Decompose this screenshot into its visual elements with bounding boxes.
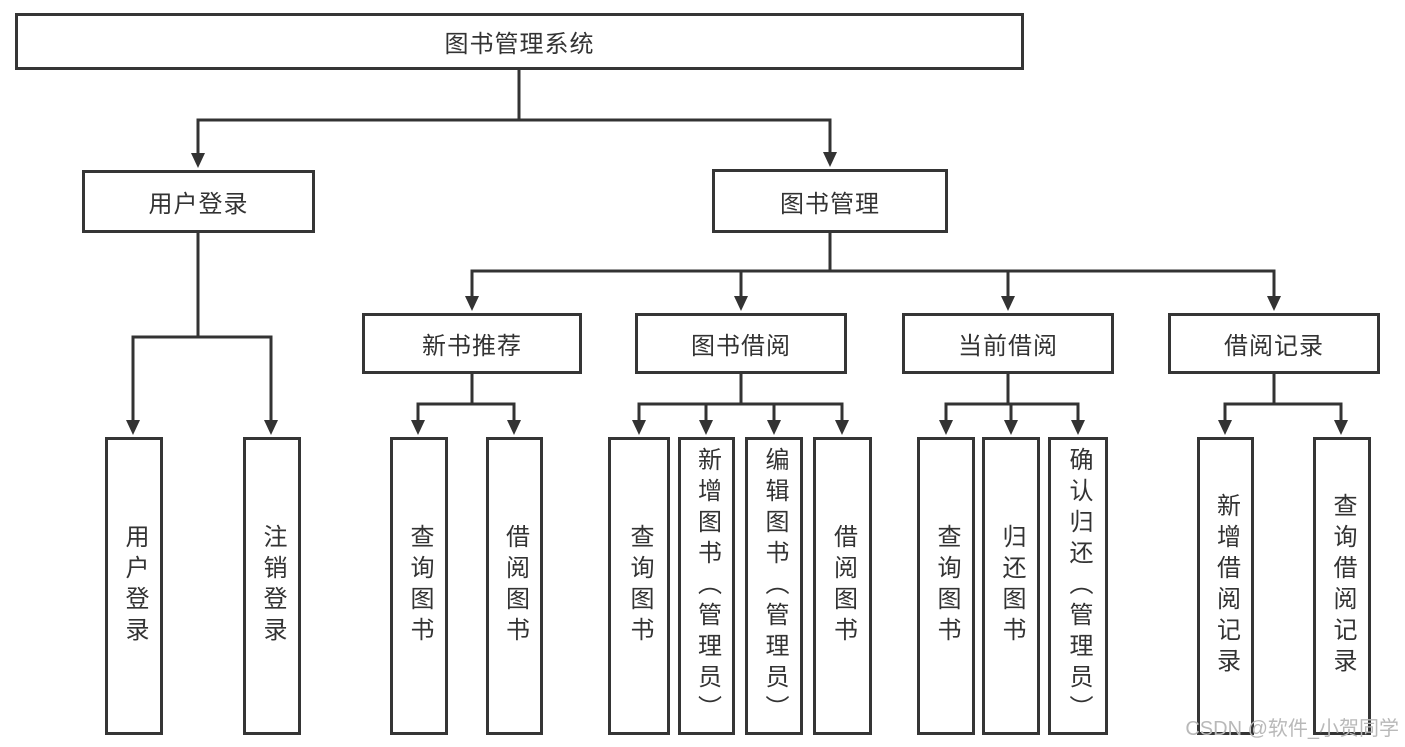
leaf-query-borrow-record-label: 查询借阅记录 [1329, 493, 1356, 679]
node-user-login-label: 用户登录 [148, 191, 249, 218]
leaf-user-login: 用户登录 [105, 437, 163, 735]
leaf-current-query-books: 查询图书 [917, 437, 975, 735]
leaf-add-borrow-record-label: 新增借阅记录 [1212, 493, 1240, 679]
node-book-borrow: 图书借阅 [635, 313, 847, 374]
node-book-borrow-label: 图书借阅 [691, 333, 791, 360]
leaf-recommend-borrow-books: 借阅图书 [486, 437, 543, 735]
leaf-edit-books-admin: 编辑图书（管理员） [745, 437, 803, 735]
leaf-add-books-admin-label: 新增图书（管理员） [693, 446, 721, 726]
leaf-edit-books-admin-label: 编辑图书（管理员） [761, 446, 788, 726]
leaf-current-query-books-label: 查询图书 [933, 524, 960, 648]
leaf-confirm-return-admin: 确认归还（管理员） [1048, 437, 1108, 735]
node-new-book-recommend-label: 新书推荐 [422, 333, 522, 360]
leaf-logout: 注销登录 [243, 437, 301, 735]
node-book-management-label: 图书管理 [780, 190, 880, 218]
node-current-borrow: 当前借阅 [902, 313, 1114, 374]
leaf-borrow-borrow-books: 借阅图书 [813, 437, 872, 735]
leaf-return-books-label: 归还图书 [998, 524, 1025, 648]
csdn-watermark: CSDN @软件_小贺同学 [1185, 718, 1399, 740]
leaf-recommend-borrow-books-label: 借阅图书 [501, 524, 529, 648]
leaf-return-books: 归还图书 [982, 437, 1040, 735]
node-root: 图书管理系统 [15, 13, 1024, 70]
leaf-user-login-label: 用户登录 [121, 524, 148, 648]
node-root-label: 图书管理系统 [444, 31, 595, 58]
leaf-borrow-query-books-label: 查询图书 [626, 524, 653, 648]
node-current-borrow-label: 当前借阅 [958, 333, 1058, 360]
leaf-recommend-query-books: 查询图书 [390, 437, 448, 735]
node-user-login: 用户登录 [82, 170, 315, 233]
leaf-confirm-return-admin-label: 确认归还（管理员） [1065, 446, 1092, 726]
leaf-borrow-borrow-books-label: 借阅图书 [829, 524, 857, 648]
leaf-logout-label: 注销登录 [259, 524, 286, 648]
leaf-add-books-admin: 新增图书（管理员） [678, 437, 735, 735]
leaf-borrow-query-books: 查询图书 [608, 437, 670, 735]
leaf-recommend-query-books-label: 查询图书 [406, 524, 433, 648]
node-borrow-records: 借阅记录 [1168, 313, 1380, 374]
node-new-book-recommend: 新书推荐 [362, 313, 582, 374]
leaf-query-borrow-record: 查询借阅记录 [1313, 437, 1371, 735]
leaf-add-borrow-record: 新增借阅记录 [1197, 437, 1254, 735]
node-borrow-records-label: 借阅记录 [1224, 333, 1324, 360]
node-book-management: 图书管理 [712, 169, 948, 233]
